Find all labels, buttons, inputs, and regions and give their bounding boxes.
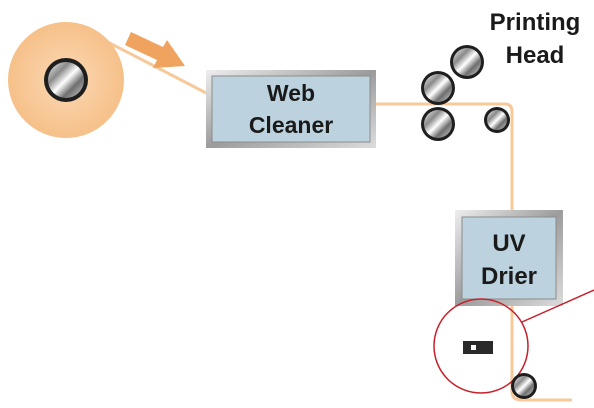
sensor-highlight <box>433 289 594 394</box>
steel-roller-icon <box>421 107 455 141</box>
steel-roller-icon <box>484 107 510 133</box>
paper-roll-icon <box>8 22 124 138</box>
feed-direction-arrow-icon <box>125 32 185 68</box>
steel-roller-icon <box>450 45 484 79</box>
uv-drier-label-line1: UV <box>492 230 525 257</box>
web-cleaner-label-line1: Web <box>267 80 315 106</box>
steel-roller-icon <box>421 71 455 105</box>
web-cleaner-label-line2: Cleaner <box>249 112 333 138</box>
steel-roller-icon <box>511 373 537 399</box>
uv-drier-box: UV Drier <box>455 210 563 306</box>
printing-head-label-line1: Printing <box>490 9 581 36</box>
printing-head-label-line2: Head <box>506 42 565 69</box>
web-cleaner-box: Web Cleaner <box>206 70 376 148</box>
sensor-icon <box>463 341 493 354</box>
uv-drier-label-line2: Drier <box>481 263 537 290</box>
printing-head-rollers <box>421 45 510 141</box>
